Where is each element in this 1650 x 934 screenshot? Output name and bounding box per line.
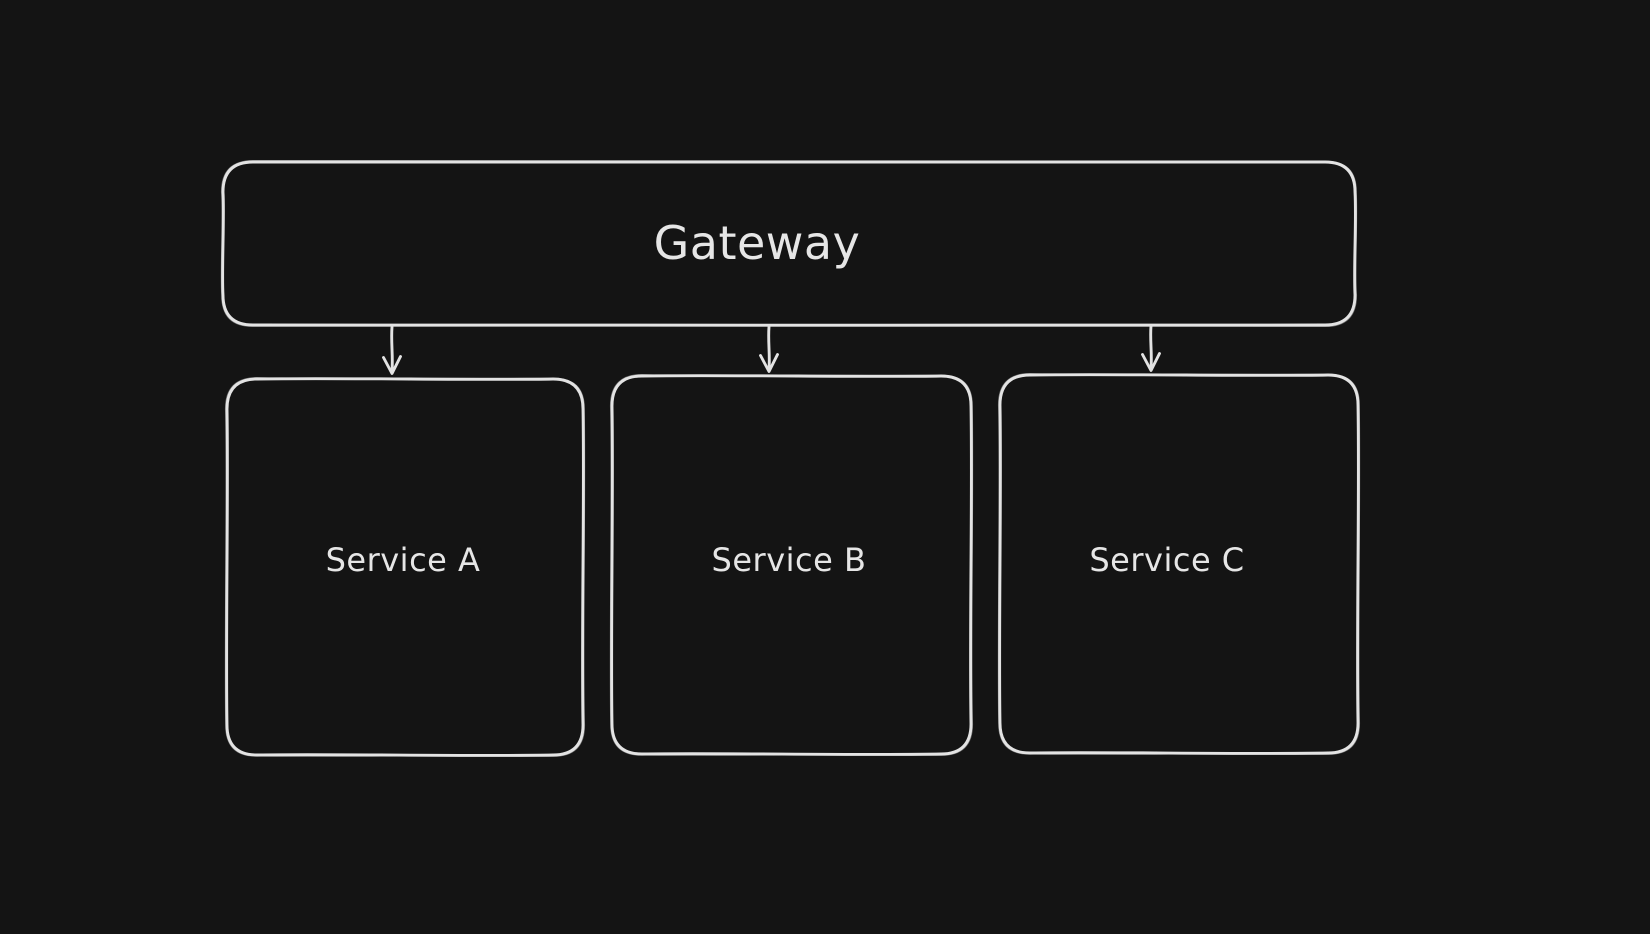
arrow-gateway-to-service-b[interactable] bbox=[759, 325, 779, 373]
arrow-shaft bbox=[1149, 324, 1153, 370]
service-b-node-shape[interactable] bbox=[609, 373, 974, 756]
service-c-node-shape[interactable] bbox=[997, 372, 1361, 755]
service-c-node-label: Service C bbox=[1089, 541, 1245, 579]
arrow-gateway-to-service-c[interactable] bbox=[1141, 324, 1161, 372]
arrowhead-icon bbox=[382, 355, 402, 375]
service-b-box-outline bbox=[610, 374, 973, 756]
arrow-shaft bbox=[767, 325, 771, 371]
arrow-shaft bbox=[390, 325, 394, 373]
service-c-box-outline bbox=[998, 373, 1360, 755]
service-a-node-shape[interactable] bbox=[224, 376, 586, 757]
service-a-node-label: Service A bbox=[325, 541, 481, 579]
arrow-gateway-to-service-a[interactable] bbox=[382, 325, 402, 375]
service-b-node-label: Service B bbox=[711, 541, 867, 579]
gateway-box-outline bbox=[221, 160, 1357, 327]
gateway-node-shape[interactable] bbox=[220, 159, 1358, 328]
gateway-node-label: Gateway bbox=[653, 216, 861, 270]
service-a-box-outline bbox=[225, 377, 585, 757]
arrowhead-icon bbox=[759, 353, 779, 373]
arrowhead-icon bbox=[1141, 352, 1161, 372]
